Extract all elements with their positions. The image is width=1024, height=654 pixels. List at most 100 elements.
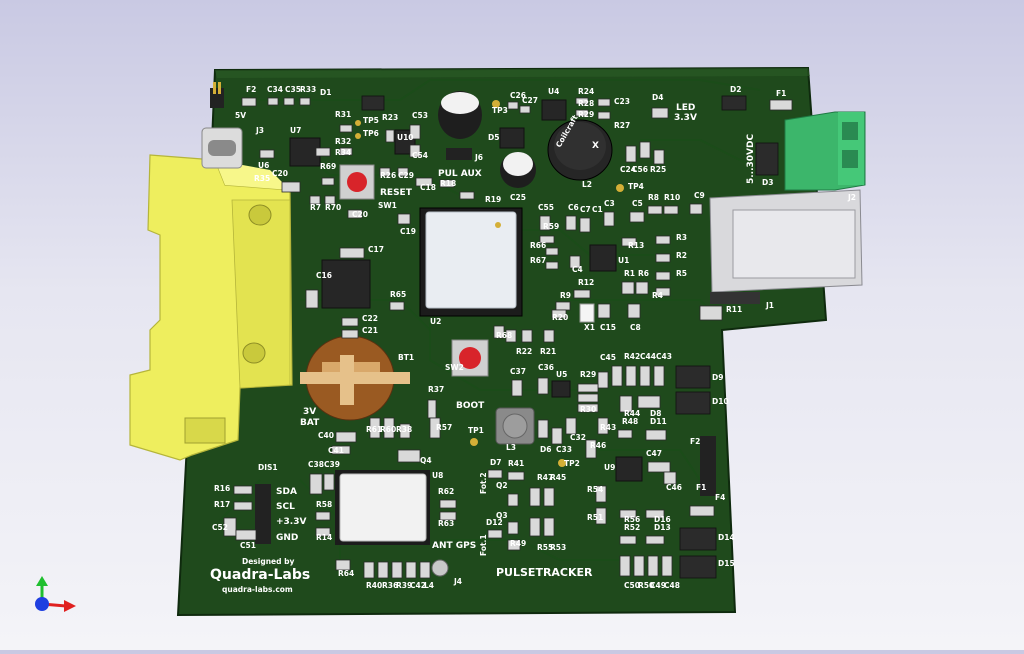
- designator-r12: R12: [578, 278, 594, 287]
- reset-label: RESET: [380, 188, 413, 198]
- ic-u4: [541, 99, 567, 121]
- designator-d12: D12: [486, 518, 503, 527]
- designator-r7: R7: [310, 203, 321, 212]
- designator-c15: C15: [600, 323, 616, 332]
- designator-r30: R30: [580, 405, 596, 414]
- ic-u5: [551, 380, 571, 398]
- designator-c48: C48: [664, 581, 680, 590]
- designator-c3: C3: [604, 199, 615, 208]
- axes-orientation-icon[interactable]: [35, 576, 76, 612]
- designator-r58: R58: [316, 500, 332, 509]
- designator-d3: D3: [762, 178, 773, 187]
- dis-pin-sda: SDA: [276, 487, 297, 497]
- fuse-header: [700, 436, 716, 496]
- designator-c41: C41: [328, 446, 344, 455]
- coin-battery-holder: [300, 335, 410, 421]
- designator-c9: C9: [694, 191, 705, 200]
- designator-r51: R51: [587, 513, 603, 522]
- designator-l4: L4: [424, 581, 434, 590]
- designator-r61: R61: [366, 425, 382, 434]
- designator-u6: U6: [258, 161, 269, 170]
- designator-c25: C25: [510, 193, 526, 202]
- designator-f2: F2: [246, 85, 256, 94]
- designator-r37: R37: [428, 385, 444, 394]
- project-name: PULSETRACKER: [496, 566, 593, 579]
- ic-u1: [589, 244, 617, 272]
- designator-r49: R49: [510, 539, 526, 548]
- designator-r8: R8: [648, 193, 659, 202]
- designator-r47: R47: [537, 473, 553, 482]
- designator-r26: R26: [380, 171, 396, 180]
- designator-c51: C51: [240, 541, 256, 550]
- electrolytic-cap-c53: [438, 91, 482, 139]
- designer-line: Designed by: [242, 557, 294, 566]
- designator-r22: R22: [516, 347, 532, 356]
- designator-r32: R32: [335, 137, 351, 146]
- designator-l2: L2: [582, 180, 592, 189]
- test-point-tp3: [492, 100, 500, 108]
- designer-name: Quadra-Labs: [210, 567, 310, 583]
- designator-r2: R2: [676, 251, 687, 260]
- designator-r57: R57: [436, 423, 452, 432]
- pul-aux-label: PUL AUX: [438, 169, 482, 179]
- designator-r53: R53: [550, 543, 566, 552]
- designator-c7: C7: [580, 205, 591, 214]
- designator-d10: D10: [712, 397, 729, 406]
- designator-u7: U7: [290, 126, 301, 135]
- designator-r9: R9: [560, 291, 571, 300]
- designator-r36: R36: [382, 581, 398, 590]
- designator-c1: C1: [592, 205, 603, 214]
- designator-x1: X1: [584, 323, 595, 332]
- designator-c38: C38: [308, 460, 324, 469]
- designator-d1: D1: [320, 88, 331, 97]
- designator-c27: C27: [522, 96, 538, 105]
- usb-c-connector: [201, 127, 243, 169]
- designator-c4: C4: [572, 265, 583, 274]
- designator-c19: C19: [400, 227, 416, 236]
- designator-c42: C42: [410, 581, 426, 590]
- inductor-l2: [547, 119, 613, 181]
- designator-r40: R40: [366, 581, 382, 590]
- designator-u5: U5: [556, 370, 567, 379]
- designator-r28: R28: [578, 99, 594, 108]
- designator-c26: C26: [510, 91, 526, 100]
- designator-d7: D7: [490, 458, 501, 467]
- designator-c44: C44: [640, 352, 656, 361]
- designator-r52: R52: [624, 523, 640, 532]
- reset-button[interactable]: [339, 164, 375, 200]
- designator-d2: D2: [730, 85, 741, 94]
- dis-pin-gnd: GND: [276, 533, 298, 543]
- designator-bt1: BT1: [398, 353, 414, 362]
- designator-u8: U8: [432, 471, 443, 480]
- designator-r67: R67: [530, 256, 546, 265]
- designator-r63: R63: [438, 519, 454, 528]
- designator-c5: C5: [632, 199, 643, 208]
- designator-r1: R1: [624, 269, 635, 278]
- designator-r41: R41: [508, 459, 524, 468]
- ant-gps-label: ANT GPS: [432, 541, 476, 551]
- designator-c52: C52: [212, 523, 228, 532]
- designator-r24: R24: [578, 87, 594, 96]
- electrolytic-cap-c25: [500, 152, 536, 188]
- ic-d5: [499, 127, 525, 149]
- designator-r3: R3: [676, 233, 687, 242]
- designator-c47: C47: [646, 449, 662, 458]
- boot-button[interactable]: [451, 339, 489, 377]
- battery-voltage-label: 3V: [303, 407, 316, 417]
- designator-r65: R65: [390, 290, 406, 299]
- designator-r48: R48: [622, 417, 638, 426]
- designator-c50: C50: [624, 581, 640, 590]
- gps-module-u8: [335, 470, 430, 545]
- designator-tp4: TP4: [628, 182, 644, 191]
- test-point-tp1: [470, 438, 478, 446]
- designator-c18: C18: [420, 183, 436, 192]
- designator-r70: R70: [325, 203, 341, 212]
- designator-r14: R14: [316, 533, 332, 542]
- designator-r62: R62: [438, 487, 454, 496]
- eeprom-chip: [321, 259, 371, 309]
- designator-r55: R55: [537, 543, 553, 552]
- designator-c8: C8: [630, 323, 641, 332]
- crystal-x1: [579, 303, 595, 323]
